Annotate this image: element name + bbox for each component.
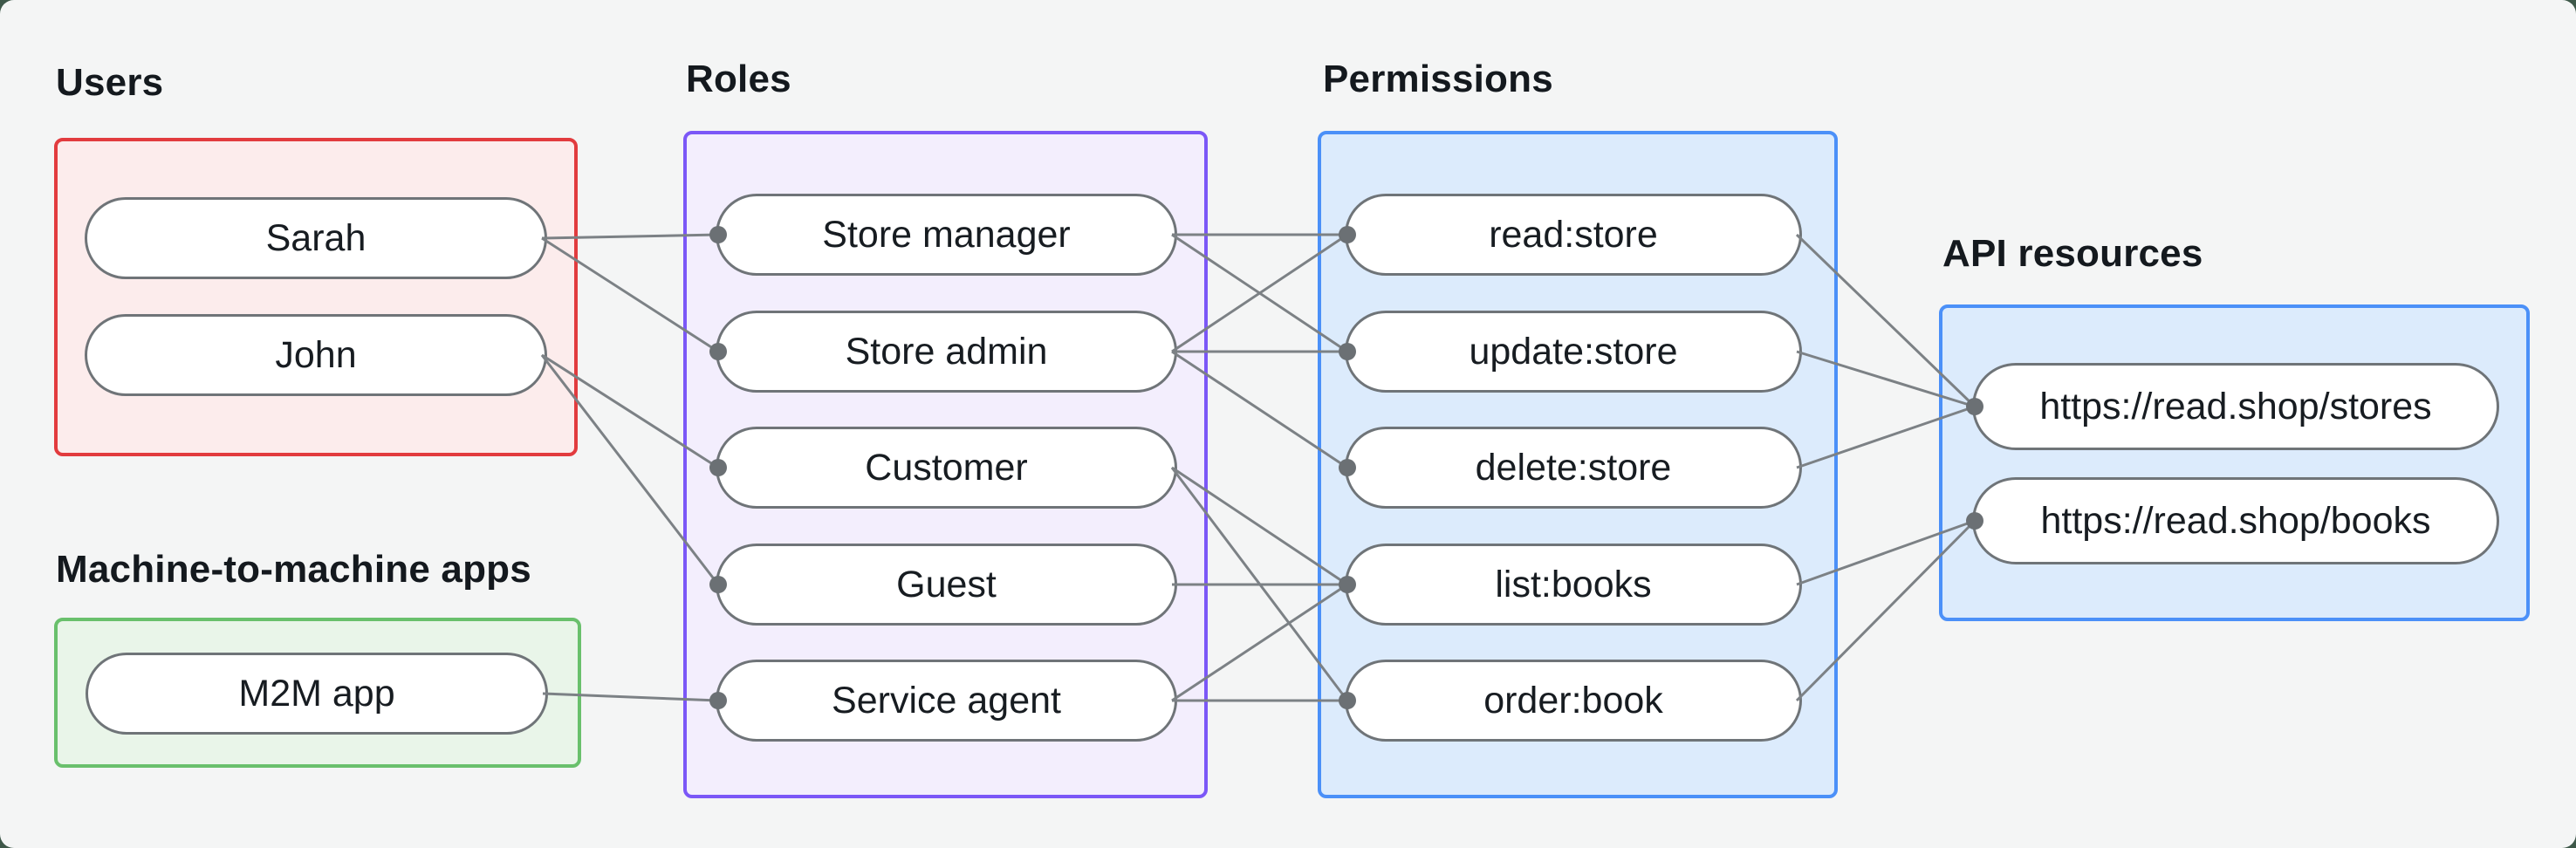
node-john: John xyxy=(85,314,547,396)
m2m-apps-group-label: Machine-to-machine apps xyxy=(56,548,531,591)
node-order-book: order:book xyxy=(1345,660,1802,742)
node-sarah-label: Sarah xyxy=(265,216,367,259)
node-books-api: https://read.shop/books xyxy=(1972,477,2499,564)
node-service-agent-label: Service agent xyxy=(832,679,1061,721)
node-store-admin: Store admin xyxy=(716,311,1177,393)
node-guest: Guest xyxy=(716,544,1177,626)
node-store-manager: Store manager xyxy=(716,194,1177,276)
roles-group-label: Roles xyxy=(686,58,791,100)
users-group-label: Users xyxy=(56,61,164,104)
node-customer: Customer xyxy=(716,427,1177,509)
node-service-agent: Service agent xyxy=(716,660,1177,742)
permissions-group-label: Permissions xyxy=(1323,58,1553,100)
node-list-books-label: list:books xyxy=(1495,563,1652,605)
node-store-manager-label: Store manager xyxy=(822,213,1071,256)
node-stores-api-label: https://read.shop/stores xyxy=(2039,385,2432,427)
node-m2m-app: M2M app xyxy=(86,653,548,735)
api-resources-group-label: API resources xyxy=(1942,232,2203,275)
node-list-books: list:books xyxy=(1345,544,1802,626)
node-books-api-label: https://read.shop/books xyxy=(2040,499,2431,542)
node-stores-api: https://read.shop/stores xyxy=(1972,363,2499,450)
node-sarah: Sarah xyxy=(85,197,547,279)
node-delete-store-label: delete:store xyxy=(1475,446,1672,489)
node-update-store: update:store xyxy=(1345,311,1802,393)
node-customer-label: Customer xyxy=(865,446,1028,489)
node-order-book-label: order:book xyxy=(1483,679,1663,721)
node-read-store-label: read:store xyxy=(1489,213,1658,256)
api-resources-group-box xyxy=(1939,304,2530,621)
node-store-admin-label: Store admin xyxy=(845,330,1048,373)
node-delete-store: delete:store xyxy=(1345,427,1802,509)
node-guest-label: Guest xyxy=(896,563,997,605)
users-group-box xyxy=(54,138,578,456)
node-m2m-app-label: M2M app xyxy=(238,672,395,715)
node-read-store: read:store xyxy=(1345,194,1802,276)
node-update-store-label: update:store xyxy=(1469,330,1678,373)
node-john-label: John xyxy=(275,333,357,376)
